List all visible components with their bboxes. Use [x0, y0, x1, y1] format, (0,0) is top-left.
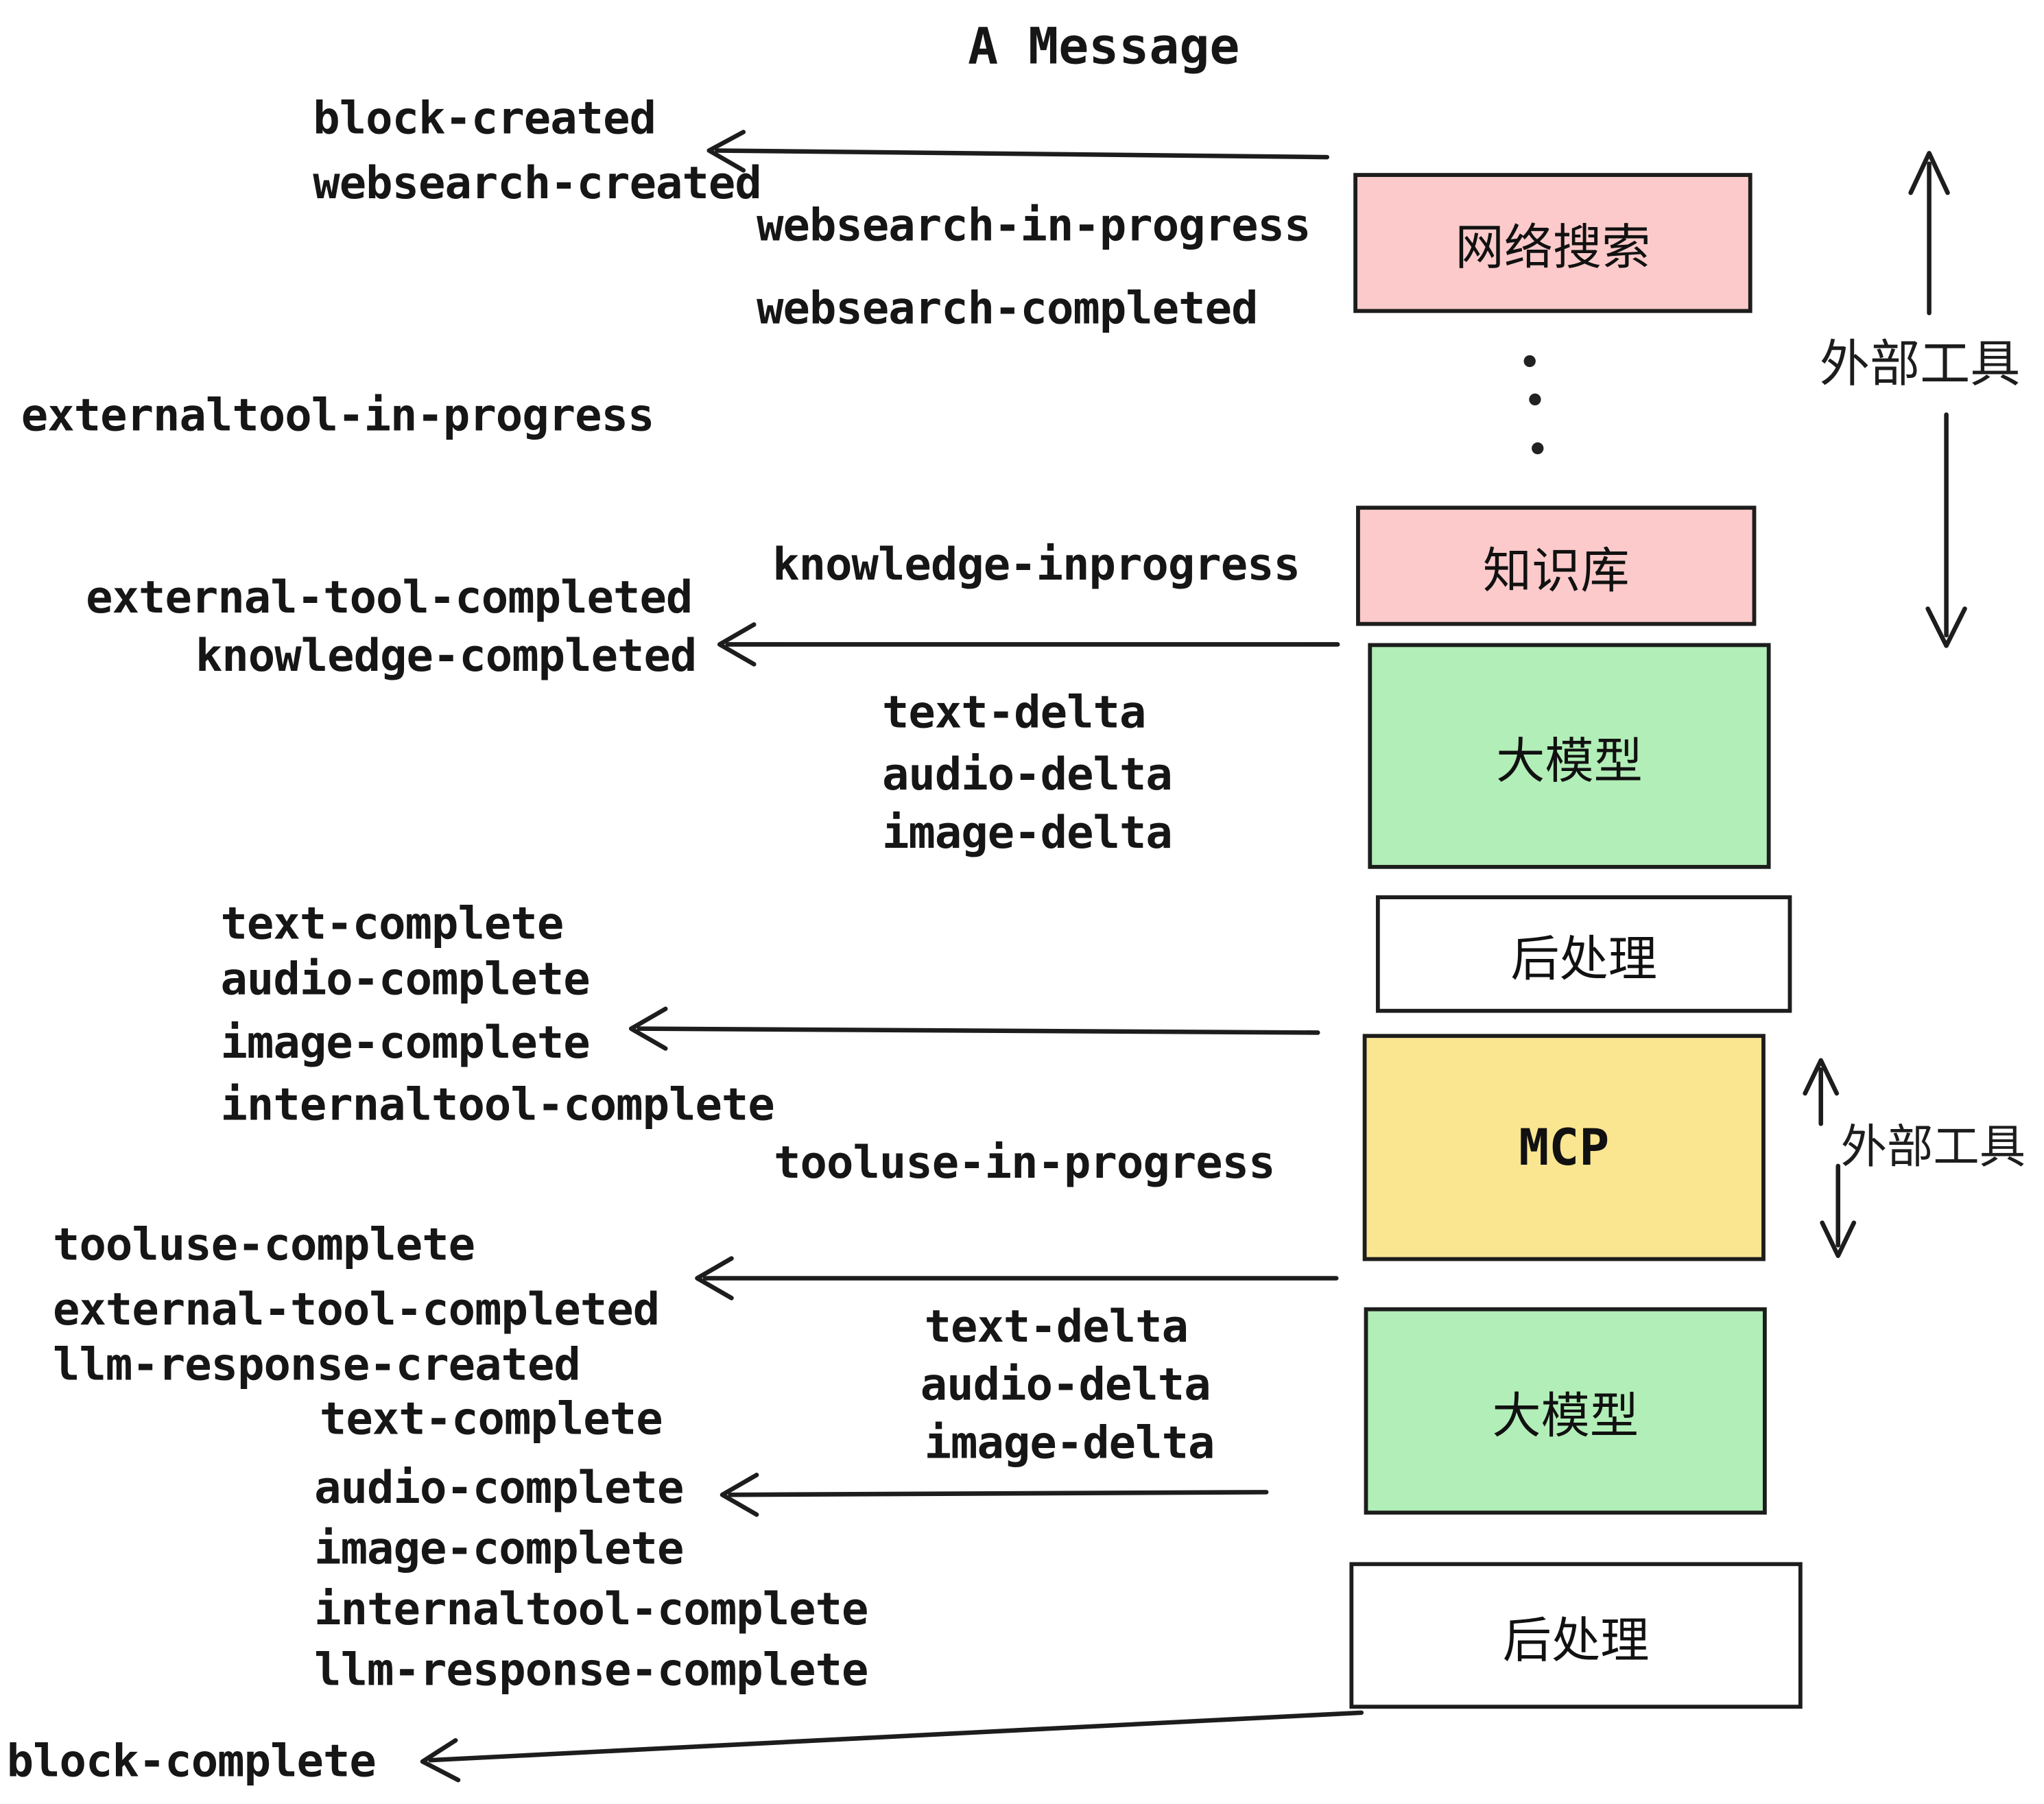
- box-mcp: MCP: [1362, 1034, 1766, 1261]
- box-mcp-label: MCP: [1519, 1118, 1610, 1177]
- box-llm-1: 大模型: [1368, 643, 1771, 869]
- box-knowledge-base: 知识库: [1356, 506, 1757, 626]
- box-websearch-label: 网络搜索: [1455, 219, 1651, 276]
- event-external-tool-completed: external-tool-completed: [86, 571, 693, 625]
- event-websearch-completed: websearch-completed: [757, 282, 1258, 335]
- event-tooluse-in-progress: tooluse-in-progress: [774, 1137, 1275, 1190]
- event-block-created: block-created: [313, 92, 656, 145]
- event-text-complete-2: text-complete: [319, 1392, 663, 1446]
- ellipsis-dot: [1523, 355, 1536, 368]
- event-text-complete-1: text-complete: [220, 898, 564, 951]
- mcp-external-down-arrow: [1820, 1163, 1857, 1259]
- event-text-delta-1: text-delta: [881, 687, 1146, 740]
- event-internaltool-complete-1: internaltool-complete: [220, 1078, 774, 1132]
- event-llm-response-created: llm-response-created: [53, 1339, 581, 1392]
- box-postprocess-2: 后处理: [1349, 1562, 1803, 1709]
- event-tooluse-complete: tooluse-complete: [53, 1218, 475, 1272]
- arrow-llm-complete: [720, 1473, 1269, 1517]
- external-tools-top-label: 外部工具: [1819, 335, 2021, 393]
- event-llm-response-complete: llm-response-complete: [314, 1643, 868, 1697]
- event-image-delta-1: image-delta: [881, 807, 1173, 860]
- event-external-tool-completed-2: external-tool-completed: [53, 1283, 660, 1337]
- event-knowledge-completed: knowledge-completed: [195, 630, 697, 683]
- box-websearch: 网络搜索: [1353, 173, 1752, 313]
- external-tools-down-arrow: [1925, 412, 1967, 648]
- event-knowledge-inprogress: knowledge-inprogress: [772, 538, 1300, 592]
- external-tools-mcp-label: 外部工具: [1840, 1121, 2026, 1175]
- event-image-delta-2: image-delta: [924, 1416, 1215, 1470]
- box-knowledge-base-label: 知识库: [1482, 542, 1630, 600]
- event-websearch-created: websearch-created: [313, 157, 762, 211]
- event-image-complete-2: image-complete: [314, 1522, 684, 1576]
- event-text-delta-2: text-delta: [924, 1301, 1189, 1354]
- arrow-block-created: [706, 130, 1329, 173]
- arrow-tooluse-complete: [695, 1256, 1339, 1301]
- event-block-complete: block-complete: [6, 1735, 377, 1788]
- mcp-external-up-arrow: [1803, 1058, 1840, 1126]
- arrow-knowledge-completed: [717, 622, 1340, 667]
- event-audio-complete-1: audio-complete: [220, 953, 590, 1006]
- ellipsis-dot: [1532, 442, 1544, 455]
- box-postprocess-1: 后处理: [1375, 895, 1792, 1013]
- event-audio-complete-2: audio-complete: [314, 1462, 684, 1515]
- event-audio-delta-1: audio-delta: [881, 748, 1173, 802]
- event-audio-delta-2: audio-delta: [920, 1358, 1211, 1412]
- event-image-complete-1: image-complete: [220, 1017, 590, 1070]
- box-postprocess-2-label: 后处理: [1502, 1611, 1650, 1669]
- arrow-internal-complete: [628, 1006, 1320, 1051]
- box-llm-1-label: 大模型: [1496, 732, 1643, 790]
- event-internaltool-complete-2: internaltool-complete: [314, 1583, 868, 1637]
- page-title: A Message: [968, 17, 1240, 75]
- box-llm-2: 大模型: [1364, 1307, 1767, 1515]
- ellipsis-dot: [1529, 393, 1541, 406]
- event-websearch-in-progress: websearch-in-progress: [757, 199, 1311, 252]
- external-tools-up-arrow: [1908, 151, 1950, 316]
- box-llm-2-label: 大模型: [1492, 1387, 1639, 1445]
- box-postprocess-1-label: 后处理: [1510, 930, 1658, 988]
- event-externaltool-in-progress: externaltool-in-progress: [21, 389, 655, 442]
- arrow-block-complete: [420, 1710, 1364, 1783]
